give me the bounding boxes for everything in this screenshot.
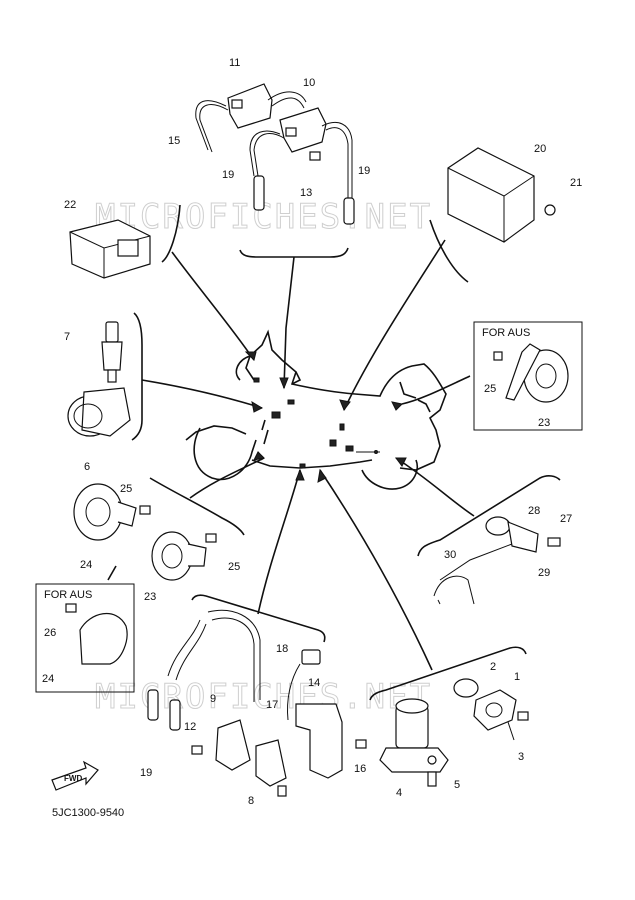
relay-4 bbox=[379, 698, 449, 773]
horn-aus-23 bbox=[493, 343, 569, 403]
callout-25: 25 bbox=[120, 483, 132, 495]
callout-16: 16 bbox=[354, 763, 366, 775]
for-aus-box-bottom-left-title: FOR AUS bbox=[44, 589, 92, 601]
ignition-coil-top bbox=[195, 83, 355, 225]
callout-1: 1 bbox=[514, 671, 520, 683]
callout-labels: 11 10 15 19 13 19 22 20 21 7 6 25 23 25 … bbox=[42, 57, 582, 807]
callout-11: 11 bbox=[229, 57, 240, 69]
fwd-arrow-icon: FWD bbox=[51, 760, 99, 791]
callout-5: 5 bbox=[454, 779, 460, 791]
callout-24: 24 bbox=[80, 559, 92, 571]
o-ring-2 bbox=[453, 678, 479, 698]
callout-9: 9 bbox=[210, 693, 216, 705]
horn-aus-24 bbox=[65, 603, 128, 665]
callout-6: 6 bbox=[84, 461, 90, 473]
sensor-27 bbox=[439, 516, 561, 581]
callout-19: 19 bbox=[358, 165, 370, 177]
callout-22: 22 bbox=[64, 199, 76, 211]
callout-7: 7 bbox=[64, 331, 70, 343]
horn-24 bbox=[73, 483, 151, 541]
callout-13: 13 bbox=[300, 187, 312, 199]
clamp-30 bbox=[433, 575, 475, 605]
leader-lines bbox=[107, 204, 561, 701]
for-aus-box-top-right-title: FOR AUS bbox=[482, 327, 530, 339]
callout-10: 10 bbox=[303, 77, 315, 89]
callout-23: 23 bbox=[144, 591, 156, 603]
callout-20: 20 bbox=[534, 143, 546, 155]
connector-18 bbox=[287, 649, 321, 721]
ignition-coil-bottom bbox=[147, 609, 287, 797]
callout-15: 15 bbox=[168, 135, 180, 147]
callout-28: 28 bbox=[528, 505, 540, 517]
callout-14: 14 bbox=[308, 677, 320, 689]
switch-7 bbox=[101, 321, 123, 383]
cdi-unit-20 bbox=[447, 147, 556, 243]
for-aus-box-top-right bbox=[473, 321, 583, 431]
callout-21: 21 bbox=[570, 177, 582, 189]
callout-3: 3 bbox=[518, 751, 524, 763]
fwd-label: FWD bbox=[64, 774, 82, 783]
bracket-14 bbox=[295, 703, 367, 779]
diagram-code: 5JC1300-9540 bbox=[52, 807, 124, 819]
callout-26: 26 bbox=[44, 627, 56, 639]
callout-25: 25 bbox=[228, 561, 240, 573]
callout-25: 25 bbox=[484, 383, 496, 395]
callout-8: 8 bbox=[248, 795, 254, 807]
arrowheads bbox=[244, 351, 407, 483]
callout-17: 17 bbox=[266, 699, 278, 711]
bolt-5 bbox=[427, 771, 437, 787]
callout-23: 23 bbox=[538, 417, 550, 429]
callout-12: 12 bbox=[184, 721, 196, 733]
callout-19: 19 bbox=[222, 169, 234, 181]
relay-22 bbox=[69, 219, 151, 279]
callout-29: 29 bbox=[538, 567, 550, 579]
for-aus-box-bottom-left bbox=[35, 583, 135, 693]
callout-19: 19 bbox=[140, 767, 152, 779]
sensor-1 bbox=[473, 689, 529, 741]
callout-30: 30 bbox=[444, 549, 456, 561]
callout-24: 24 bbox=[42, 673, 54, 685]
callout-2: 2 bbox=[490, 661, 496, 673]
watermark-bottom: MICROFICHES.NET bbox=[95, 677, 432, 717]
horn-23 bbox=[151, 531, 217, 581]
sensor-6 bbox=[67, 387, 131, 437]
callout-27: 27 bbox=[560, 513, 572, 525]
callout-18: 18 bbox=[276, 643, 288, 655]
callout-4: 4 bbox=[396, 787, 402, 799]
